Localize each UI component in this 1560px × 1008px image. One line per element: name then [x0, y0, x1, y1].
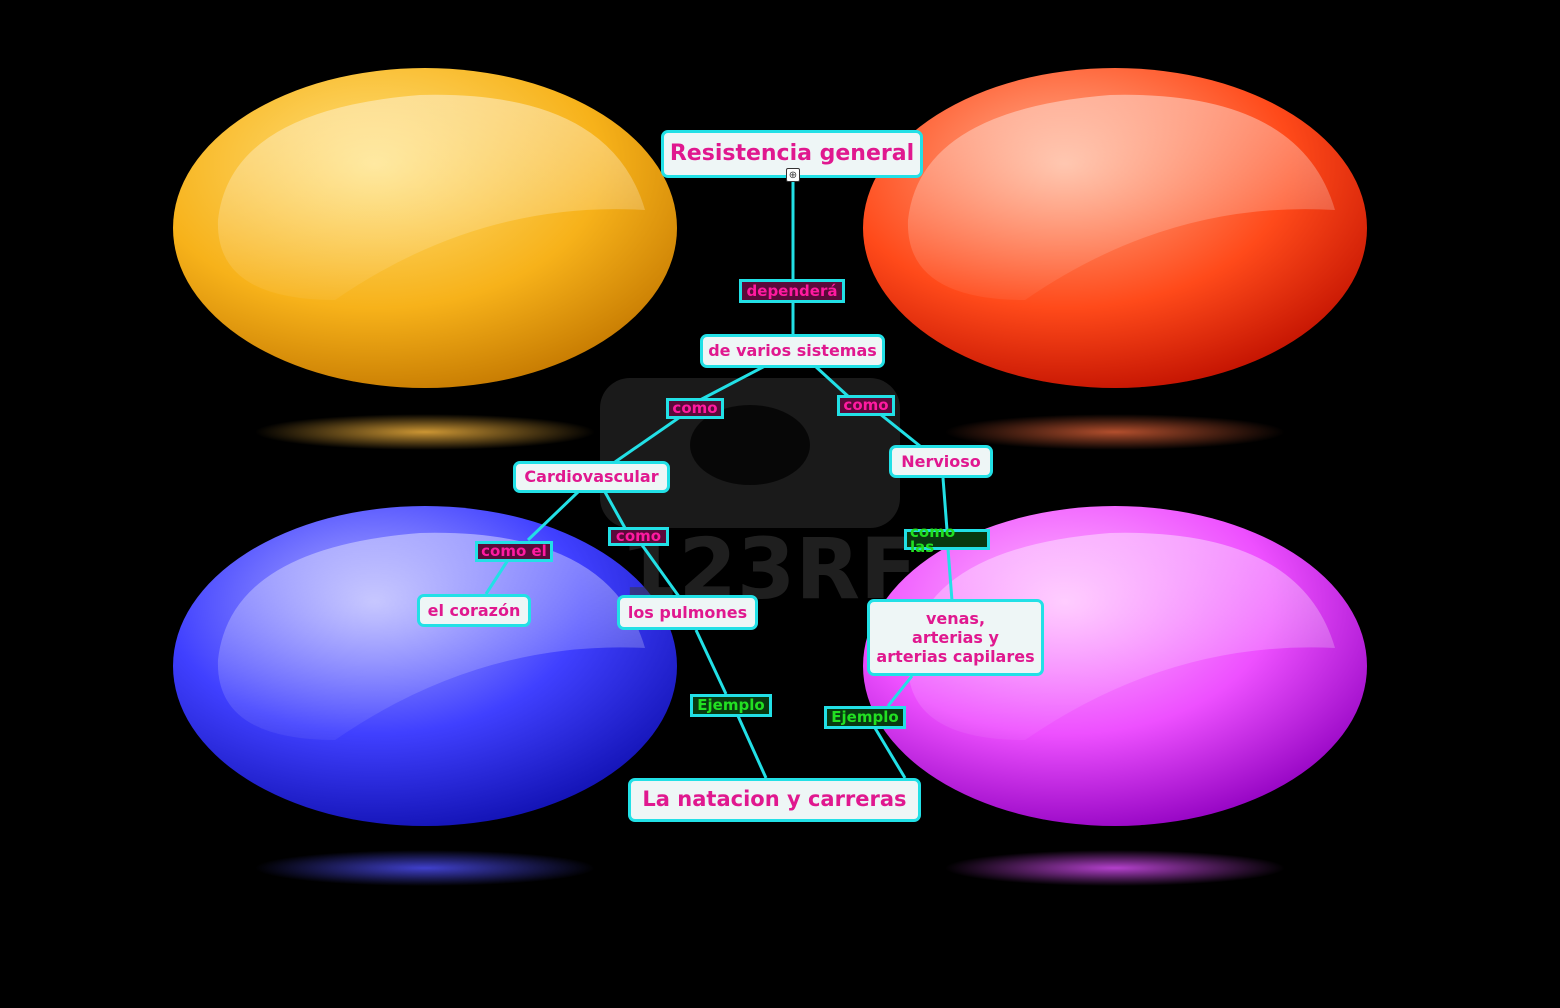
link-como-nervioso[interactable]: como: [837, 395, 895, 416]
node-los-pulmones[interactable]: los pulmones: [617, 595, 758, 630]
orb-red: [863, 68, 1367, 388]
node-venas-arterias[interactable]: venas, arterias y arterias capilares: [867, 599, 1044, 676]
link-ejemplo-right[interactable]: Ejemplo: [824, 706, 906, 729]
link-ejemplo-left[interactable]: Ejemplo: [690, 694, 772, 717]
link-como-pulmones[interactable]: como: [608, 527, 669, 546]
link-como-las[interactable]: como las: [904, 524, 990, 554]
node-cardiovascular[interactable]: Cardiovascular: [513, 461, 670, 493]
link-dependera[interactable]: dependerá: [739, 279, 845, 303]
link-como-el[interactable]: como el: [475, 541, 553, 562]
connector-lines: [484, 180, 954, 779]
node-de-varios-sistemas[interactable]: de varios sistemas: [700, 334, 885, 368]
node-la-natacion-y-carreras[interactable]: La natacion y carreras: [628, 778, 921, 822]
node-nervioso[interactable]: Nervioso: [889, 445, 993, 478]
node-el-corazon[interactable]: el corazón: [417, 594, 531, 627]
orb-magenta: [863, 506, 1367, 826]
expand-handle-icon[interactable]: ⊕: [786, 168, 800, 182]
orb-blue: [173, 506, 677, 826]
link-como-cardio[interactable]: como: [666, 398, 724, 419]
orb-yellow: [173, 68, 677, 388]
